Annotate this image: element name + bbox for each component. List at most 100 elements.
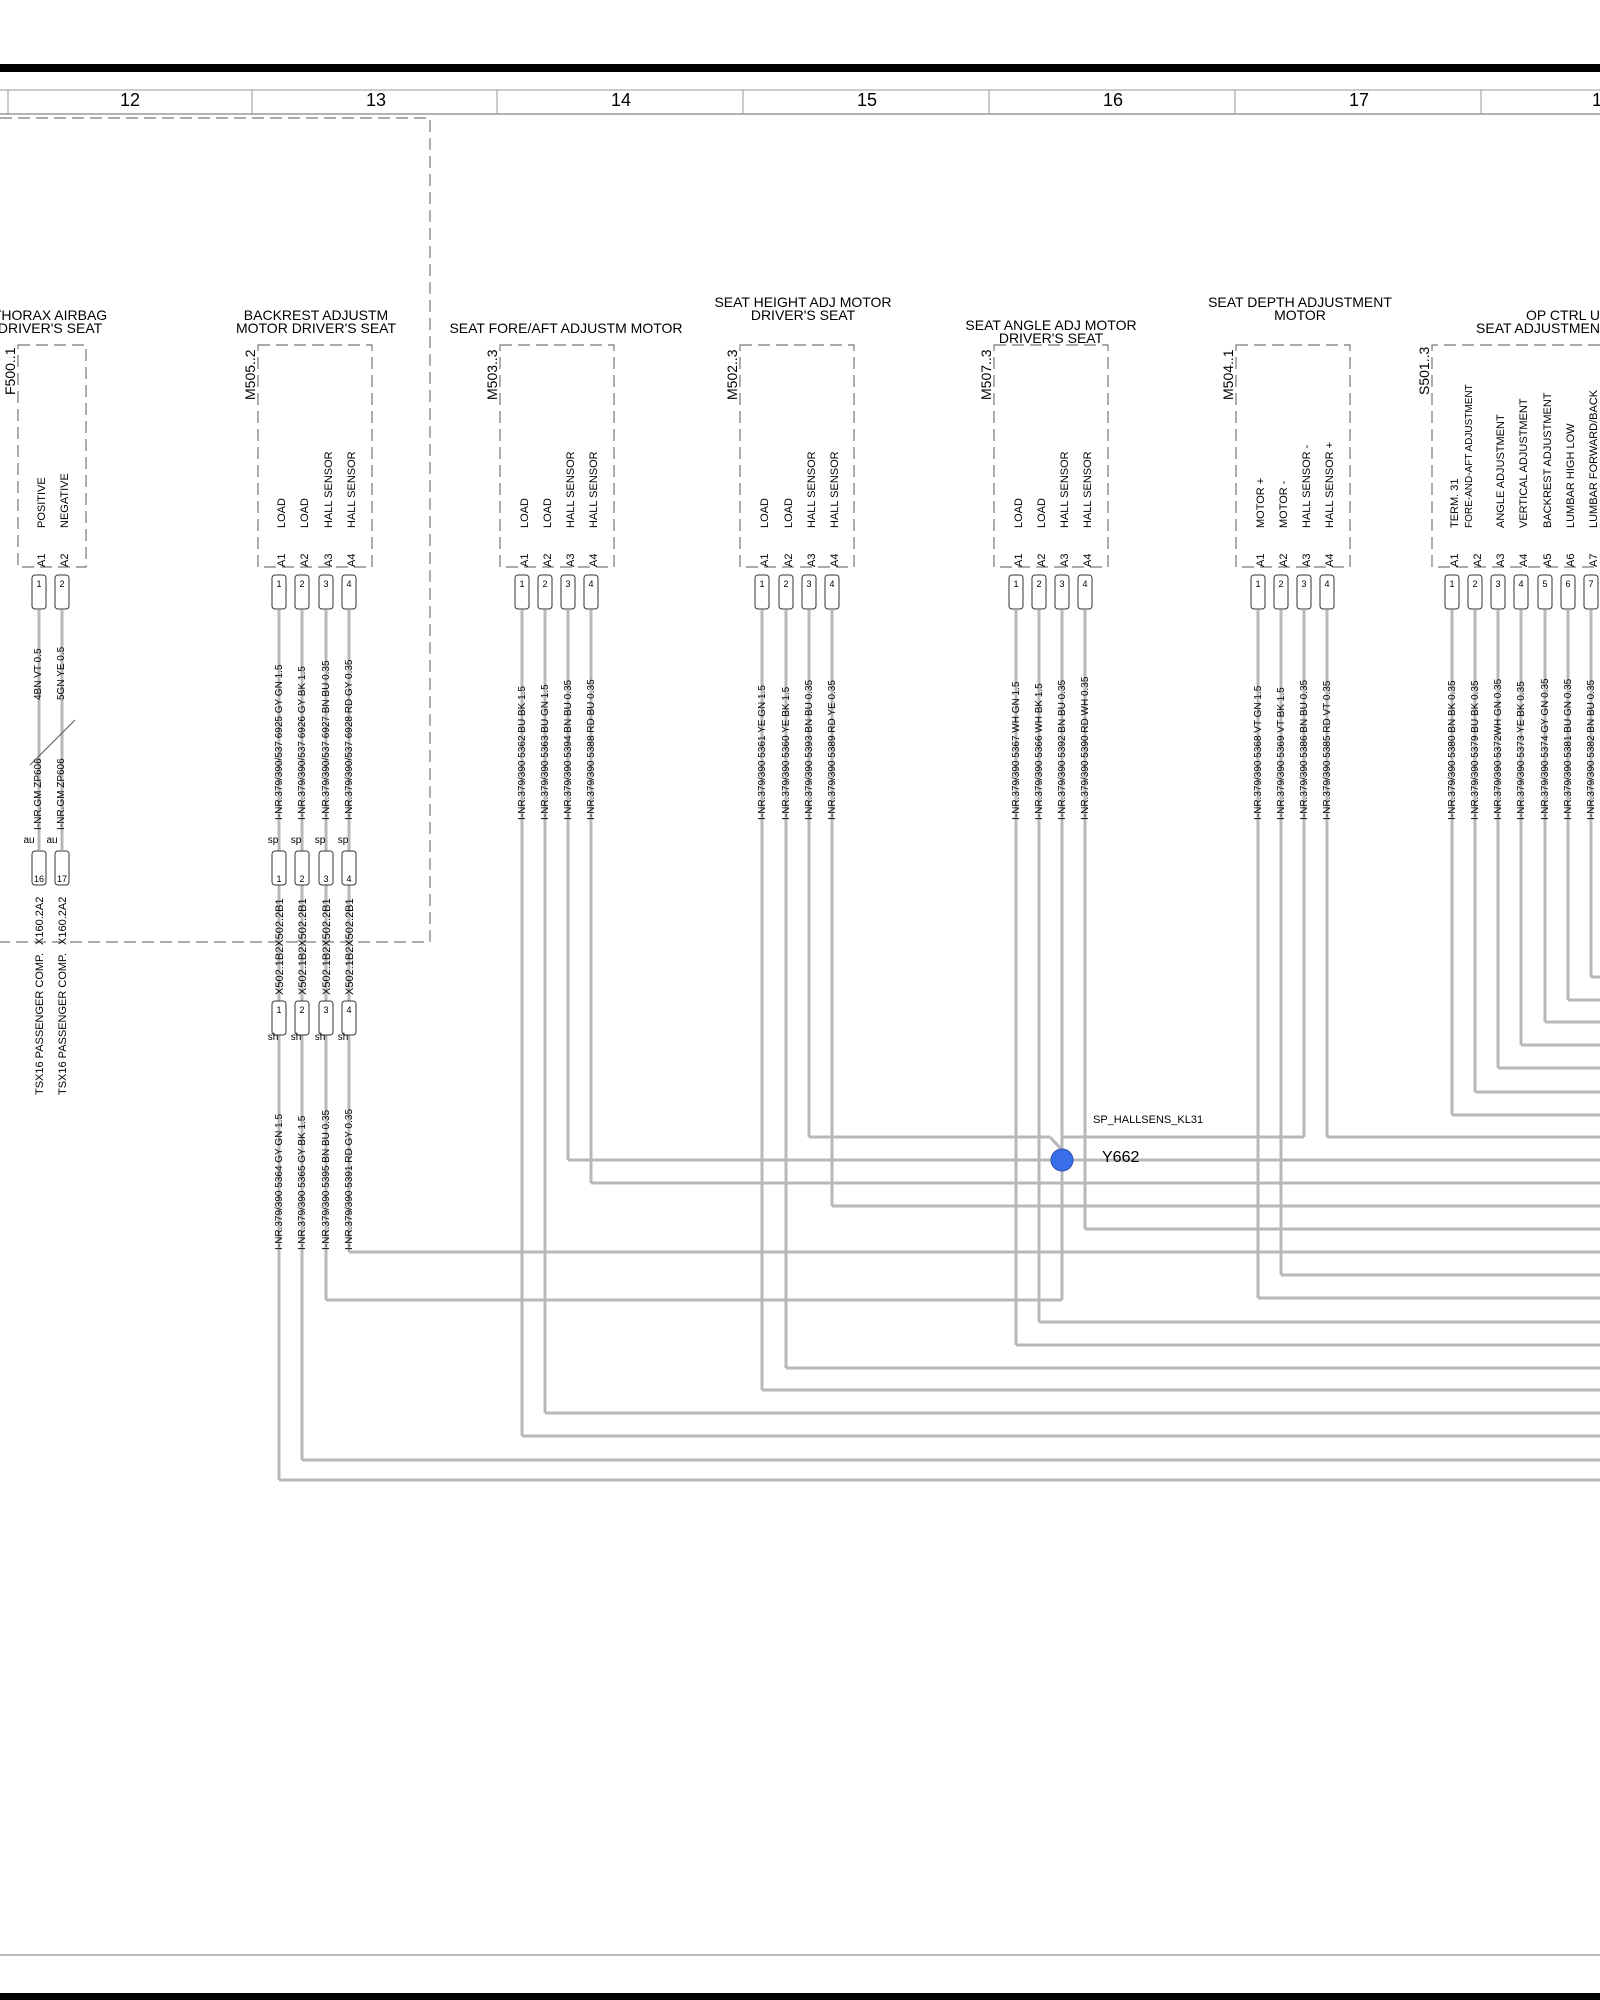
component-op-ctrl-unit: OP CTRL U SEAT ADJUSTMEN S501..3 TERM. 3… [1416,307,1600,820]
wire-label: I-NR.379/390 5380 BN BK 0.35 [1447,680,1458,820]
connector-pin [1008,574,1024,610]
wire-label: I-NR.379/390 5391 RD GY 0.35 [344,1109,355,1250]
pin-label: A1 [276,554,288,567]
pin-number: 4 [1324,579,1329,589]
pin-number: 1 [276,874,281,884]
function-label: HALL SENSOR [1059,451,1071,528]
connector-pin [1537,574,1553,610]
pin-number: 2 [299,1005,304,1015]
splice-point[interactable] [1050,1148,1074,1172]
component-box [257,344,373,568]
pin-label: A1 [519,554,531,567]
connector-pin [341,1000,357,1036]
pin-number: 3 [323,874,328,884]
pin-label: A3 [1059,554,1071,567]
function-label: HALL SENSOR [588,451,600,528]
component-title: SEAT FORE/AFT ADJUSTM MOTOR [449,320,682,336]
wire-label: I-NR.379/390 5361 YE GN 1.5 [757,685,768,820]
function-label: BACKREST ADJUSTMENT [1542,392,1554,528]
pin-label: A4 [1324,554,1336,567]
function-label: LOAD [759,498,771,528]
connector-note: TSX16 PASSENGER COMP. [34,953,46,1095]
connector-pin [1583,574,1599,610]
pin-number: 5 [1542,579,1547,589]
bottom-frame-bar [0,1993,1600,2000]
function-label: HALL SENSOR [346,451,358,528]
connector-pin [1296,574,1312,610]
connector-label: X160.2A2 [34,897,46,945]
connector-pin [824,574,840,610]
function-label: MOTOR - [1278,480,1290,528]
pin-number: 4 [588,579,593,589]
component-title: DRIVER'S SEAT [999,330,1104,346]
wire-label: I-NR.379/390 5379 BU BK 0.35 [1470,680,1481,820]
wire-label: I-NR.379/390 5363 BU GN 1.5 [540,684,551,820]
pin-label: A4 [588,554,600,567]
wire-label: I-NR.379/390 5381 BU GN 0.35 [1563,678,1574,820]
pin-label: A2 [1278,554,1290,567]
pin-label: A4 [829,554,841,567]
connector-label: X502.1B2X502.2B1 [344,898,356,995]
pin-label: A1 [759,554,771,567]
shield-tag: sh [268,1032,279,1043]
component-ref: M505..2 [242,349,258,400]
component-ref: M504..1 [1220,349,1236,400]
function-label: HALL SENSOR - [1301,444,1313,528]
connector-pin [1250,574,1266,610]
connector-pin [754,574,770,610]
component-title: MOTOR DRIVER'S SEAT [236,320,397,336]
wire-label: I-NR.379/390 5369 VT BK 1.5 [1276,687,1287,820]
pin-label: A3 [323,554,335,567]
connector-pin [560,574,576,610]
pin-number: 3 [1301,579,1306,589]
wire-label: I-NR.GM ZP606 [33,758,44,830]
connector-pin [1490,574,1506,610]
pin-number: 7 [1588,579,1593,589]
pin-number: 2 [59,579,64,589]
splice-tag: au [46,835,57,846]
shield-tag: sh [291,1032,302,1043]
component-box [1235,344,1351,568]
grid-column-label: 16 [1103,90,1123,110]
pin-label: A2 [1036,554,1048,567]
wire-label: 5GN YE 0.5 [56,646,67,700]
component-title: MOTOR [1274,307,1326,323]
pin-number: 2 [1472,579,1477,589]
pin-label: A2 [783,554,795,567]
component-title: OP CTRL U [1526,307,1600,323]
connector-pin [54,574,70,610]
connector-pin [294,1000,310,1036]
pin-number: 2 [542,579,547,589]
pin-number: 17 [57,874,67,884]
wire-label: I-NR.379/390 5368 VT GN 1.5 [1253,685,1264,820]
component-ref: M503..3 [484,349,500,400]
connector-pin [1467,574,1483,610]
function-label: LOAD [276,498,288,528]
pin-number: 2 [299,579,304,589]
pin-number: 4 [829,579,834,589]
splice-name: SP_HALLSENS_KL31 [1093,1114,1203,1126]
pin-number: 4 [1518,579,1523,589]
component-thorax-airbag: THORAX AIRBAG DRIVER'S SEAT F500..1 POSI… [0,307,107,1095]
component-box [17,344,87,568]
component-angle-motor: SEAT ANGLE ADJ MOTOR DRIVER'S SEAT M507.… [965,317,1136,820]
grid-column-label: 1 [1592,90,1600,110]
pin-number: 4 [346,874,351,884]
connector-pin [514,574,530,610]
connector-label: X502.1B2X502.2B1 [321,898,333,995]
pin-label: A6 [1565,554,1577,567]
shield-tag: sh [338,1032,349,1043]
function-label: HALL SENSOR + [1324,442,1336,528]
function-label: LUMBAR FORWARD/BACK [1588,389,1600,528]
component-backrest-motor: BACKREST ADJUSTM MOTOR DRIVER'S SEAT M50… [236,307,397,1250]
component-box [1431,344,1600,568]
pin-number: 4 [1082,579,1087,589]
pin-number: 1 [759,579,764,589]
component-title: SEAT DEPTH ADJUSTMENT [1208,294,1392,310]
wire-label: I-NR.379/390 5373 YE BK 0.35 [1516,681,1527,820]
connector-pin [31,574,47,610]
wire-label: I-NR.379/390 5389 RD YE 0.35 [827,680,838,820]
pin-label: A1 [36,554,48,567]
splice-tag: au [23,835,34,846]
